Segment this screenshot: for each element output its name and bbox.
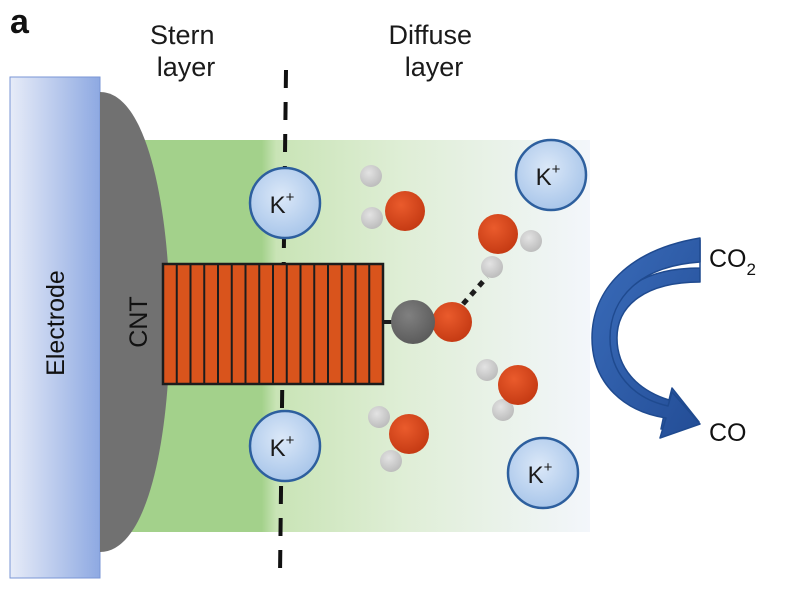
ion-symbol: K: [536, 164, 552, 191]
electrode-label: Electrode: [42, 270, 70, 376]
ion-charge: +: [544, 459, 553, 476]
reaction-arrow-body: [591, 237, 701, 439]
ion-charge: +: [552, 161, 561, 178]
adsorbed-intermediate: [391, 300, 472, 344]
water-molecule: [360, 165, 425, 231]
water-molecule: [368, 406, 429, 472]
electrode: [9, 76, 101, 579]
svg-text:K+: K+: [536, 161, 561, 191]
stern-layer-label: Stern layer: [150, 20, 222, 82]
svg-text:K+: K+: [270, 189, 295, 219]
stern-layer-line1: Stern: [150, 20, 215, 50]
svg-text:K+: K+: [528, 459, 553, 489]
stern-layer-line2: layer: [157, 52, 216, 82]
stern-boundary-dashed-line: [278, 69, 288, 576]
potassium-ion: K+: [514, 138, 588, 212]
co2-subscript: 2: [747, 260, 756, 279]
water-molecule: [478, 214, 542, 278]
panel-label: a: [10, 3, 30, 41]
co-label: CO: [709, 419, 747, 447]
svg-text:K+: K+: [270, 432, 295, 462]
diffuse-layer-label: Diffuse layer: [388, 20, 479, 82]
potassium-ion: K+: [248, 409, 322, 483]
ion-symbol: K: [528, 462, 544, 489]
cnt: [100, 92, 170, 552]
ion-symbol: K: [270, 435, 286, 462]
co2-base: CO: [709, 245, 747, 273]
water-molecule: [476, 359, 538, 421]
cnt-rod-bundle: [161, 262, 385, 386]
potassium-ion: K+: [506, 436, 580, 510]
ion-charge: +: [286, 189, 295, 206]
diffuse-layer-line2: layer: [405, 52, 464, 82]
ion-charge: +: [286, 432, 295, 449]
cnt-label: CNT: [125, 296, 153, 347]
ion-symbol: K: [270, 192, 286, 219]
diffuse-layer-line1: Diffuse: [388, 20, 472, 50]
potassium-ion: K+: [248, 166, 322, 240]
co2-label: CO2: [709, 245, 756, 279]
